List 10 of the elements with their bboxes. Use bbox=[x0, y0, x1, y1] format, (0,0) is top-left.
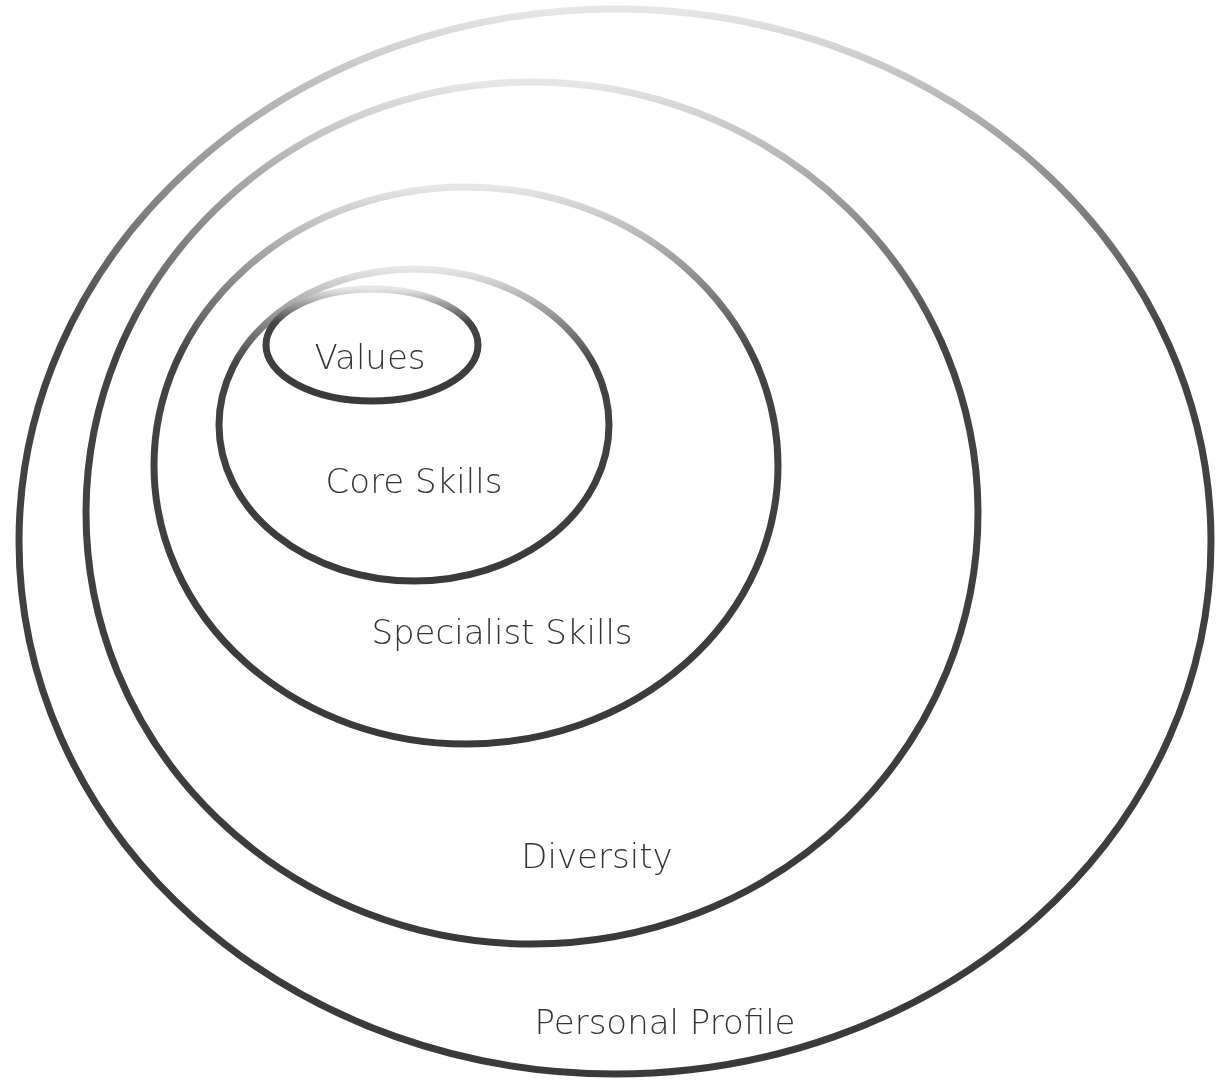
ring-label: Values bbox=[314, 337, 426, 377]
ring-label: Diversity bbox=[521, 836, 673, 876]
ellipse-ring bbox=[82, 78, 982, 948]
ring-label: Core Skills bbox=[325, 461, 503, 501]
ring-label: Personal Profile bbox=[534, 1002, 796, 1042]
ellipse-ring bbox=[215, 265, 613, 585]
ring-label: Specialist Skills bbox=[371, 612, 633, 652]
ellipse-ring bbox=[15, 5, 1215, 1078]
ellipse-ring bbox=[262, 285, 482, 405]
ellipse-ring bbox=[150, 183, 782, 748]
